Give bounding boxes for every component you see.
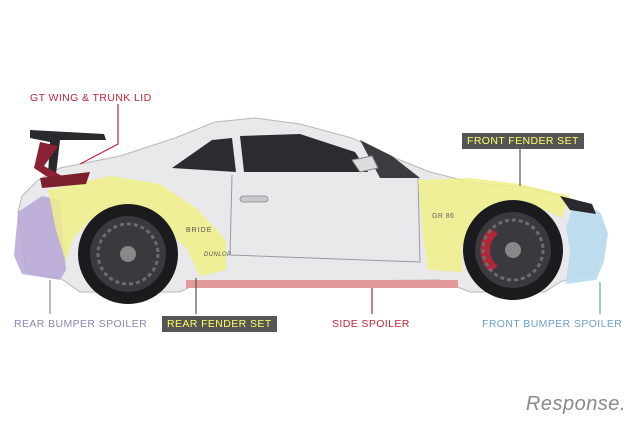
brand-decal: BRIDE	[186, 227, 213, 234]
side-spoiler-label: SIDE SPOILER	[332, 318, 410, 330]
response-watermark: Response.	[525, 393, 626, 415]
front-wheel	[463, 200, 563, 300]
rear-wheel	[78, 204, 178, 304]
gt-wing	[30, 130, 106, 174]
front-bumper-overlay	[566, 200, 608, 284]
front-fender-overlay	[418, 178, 570, 272]
rear-bumper-overlay	[14, 196, 66, 280]
side-spoiler-overlay	[186, 280, 458, 288]
gt-wing-label: GT WING & TRUNK LID	[30, 92, 152, 104]
rear-fender-label: REAR FENDER SET	[162, 316, 277, 332]
model-decal: GR 86	[432, 213, 455, 220]
front-bumper-label: FRONT BUMPER SPOILER	[482, 318, 623, 330]
side-mirror	[351, 155, 379, 173]
front-fender-label: FRONT FENDER SET	[462, 133, 584, 149]
gt-wing-strut	[34, 142, 62, 180]
door-outline	[229, 174, 421, 263]
taillight	[40, 172, 90, 188]
side-window	[240, 134, 368, 172]
door-handle	[239, 195, 269, 203]
tyre-decal: DUNLOP	[204, 252, 232, 258]
rear-fender-overlay	[48, 176, 226, 276]
rear-window	[172, 138, 236, 172]
rear-bumper-label: REAR BUMPER SPOILER	[14, 318, 148, 330]
headlight	[560, 196, 596, 214]
gt-wing-leader	[79, 104, 119, 165]
